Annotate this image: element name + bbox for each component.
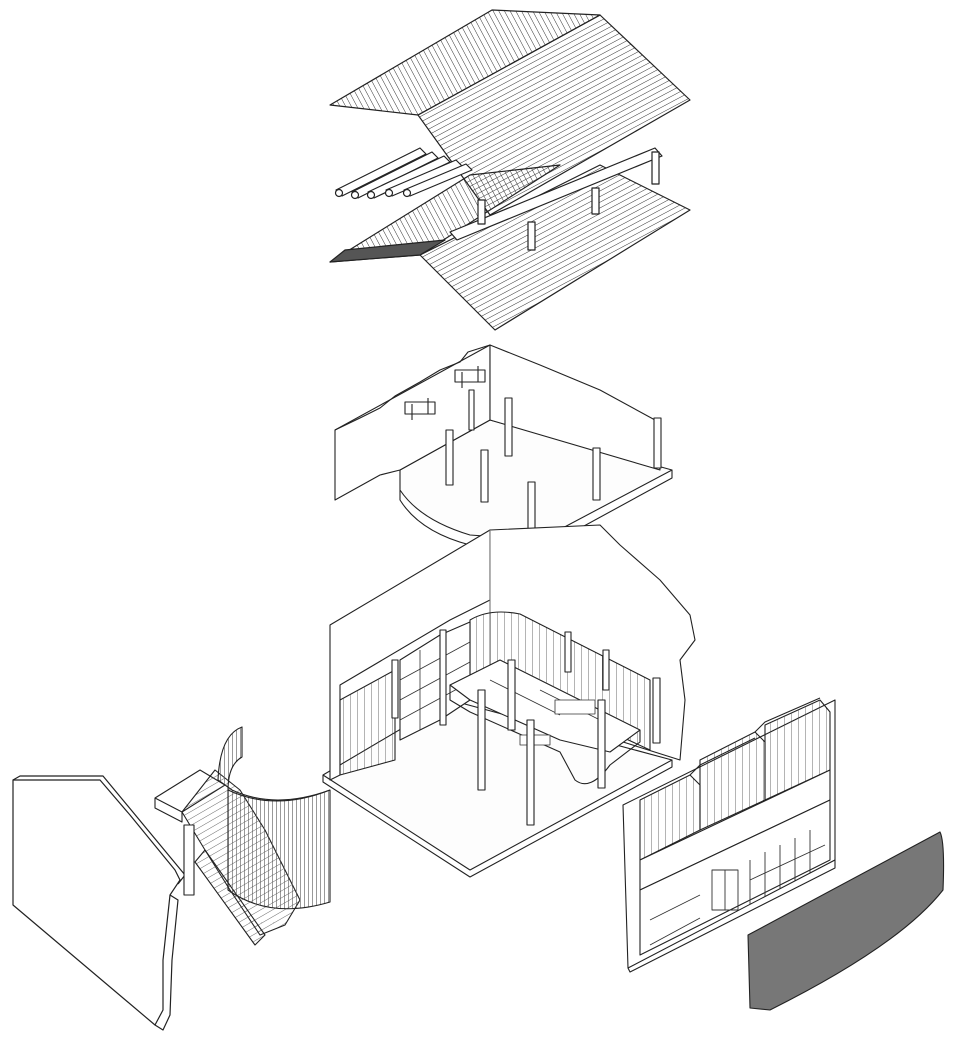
ground-floor-columns: [391, 629, 661, 826]
wall-fixtures: [404, 366, 486, 420]
facade-balcony-3: [764, 699, 831, 801]
roof: [329, 9, 691, 331]
stair-curved-wall: [217, 726, 331, 910]
canopy-panel-face: [747, 831, 945, 1011]
staircase: [154, 726, 331, 946]
side-wall: [12, 775, 186, 1031]
ground-floor: [322, 524, 696, 878]
bar-counter: [449, 659, 641, 753]
roof-rafters: [334, 147, 473, 200]
front-facade: [622, 697, 836, 973]
side-wall-face: [12, 779, 181, 1026]
upper-floor-columns: [445, 389, 662, 541]
canopy-panel: [747, 831, 945, 1011]
roof-ridge-beam: [449, 147, 663, 241]
upper-floor: [334, 344, 673, 551]
facade-storefront: [639, 799, 831, 956]
slat-panelling-left: [339, 669, 396, 776]
